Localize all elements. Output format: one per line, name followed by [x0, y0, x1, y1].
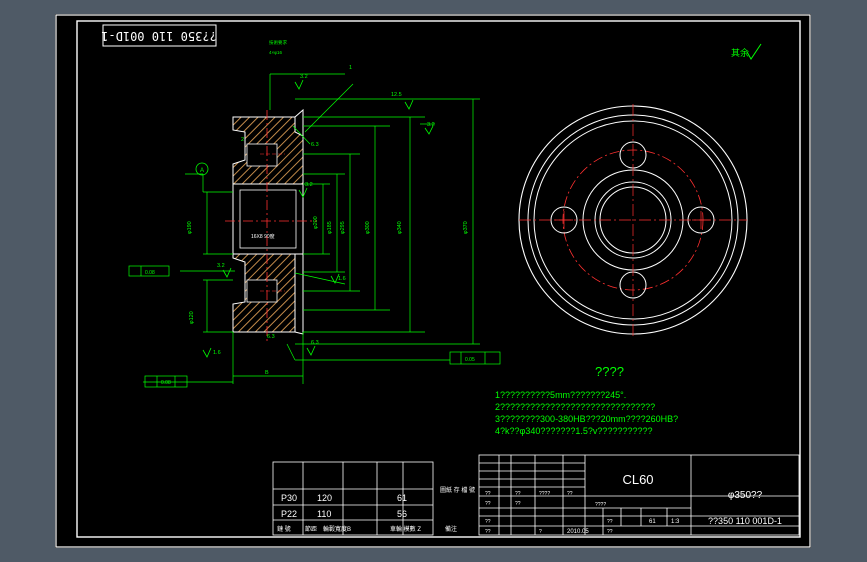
roughness-general-label: 其余 — [731, 47, 749, 58]
tolerance-frame-3: 0.05 — [449, 351, 501, 365]
rough-r2: 3.2 — [427, 122, 435, 128]
drawing-code-text: ??350 110 001D-1 — [101, 29, 217, 43]
svg-text:0.08: 0.08 — [161, 380, 171, 386]
tech-line-2: 2??????????????????????????????? — [495, 402, 655, 412]
grid-mark-0: ?? — [485, 491, 491, 497]
dim-d5: φ200 — [313, 216, 319, 229]
rough-r1: 12.5 — [391, 92, 402, 98]
rough-r6: 6.3 — [311, 142, 319, 148]
param-row1-b: 61 — [397, 493, 407, 503]
datum-a: A — [195, 162, 209, 176]
param-table — [272, 461, 434, 536]
roughness-general-mark: 其余 — [731, 43, 762, 60]
roughness-check-icon — [746, 43, 762, 60]
outer-frame — [55, 14, 811, 548]
grid-mark-3: ?? — [567, 491, 573, 497]
param-footer-c1: 鏈 號 — [277, 525, 291, 533]
param-row1-name: P30 — [281, 493, 297, 503]
grid-mark-9: ?? — [607, 519, 613, 525]
grid-mark-7: ?? — [485, 529, 491, 535]
material-text: CL60 — [622, 472, 653, 487]
grid-mark-4: ?? — [485, 501, 491, 507]
svg-text:0.05: 0.05 — [465, 357, 475, 363]
leader-note1: 技術要求 — [269, 39, 287, 46]
param-row2-b: 56 — [397, 509, 407, 519]
bore-label: 16X8 90度 — [251, 233, 275, 240]
grid-mark-1: ?? — [515, 491, 521, 497]
tech-line-1: 1??????????5mm???????245°. — [495, 390, 626, 400]
grid-mark-11: ? — [539, 529, 542, 535]
rough-r5: 1.6 — [338, 276, 346, 282]
dim-d7: φ370 — [463, 221, 469, 234]
drawing-no-text: ??350 110 001D-1 — [708, 516, 782, 526]
dim-d6: φ190 — [187, 221, 193, 234]
param-footer-c4: 車輪 模數 Z — [390, 525, 421, 533]
svg-text:A: A — [200, 168, 204, 174]
tech-title: ???? — [595, 364, 624, 379]
rough-r7: 3.2 — [217, 263, 225, 269]
scale-text: 1:3 — [671, 519, 680, 525]
param-row1-a: 120 — [317, 493, 332, 503]
section-view: 16X8 90度 — [225, 108, 317, 344]
title-block — [478, 454, 800, 536]
param-footer-c3: 輪轂寬度B — [323, 525, 351, 533]
front-view — [518, 104, 748, 336]
tech-requirements: ???? 1??????????5mm???????245°. 2???????… — [495, 364, 678, 436]
count-text: 61 — [649, 519, 656, 525]
leader-note2: 4×φ16 — [269, 50, 283, 55]
dim-bottom: B — [265, 370, 269, 376]
param-row2-a: 110 — [317, 509, 331, 519]
grid-mark-8: ???? — [595, 502, 606, 508]
rough-r10: 6.3 — [267, 334, 275, 340]
rough-r8: 1.6 — [213, 350, 221, 356]
rough-r9: 6.3 — [311, 340, 319, 346]
tech-line-3: 3????????300-380HB???20mm????260HB? — [495, 414, 678, 424]
grid-mark-2: ???? — [539, 491, 550, 497]
tolerance-frame-2: 0.08 — [144, 375, 188, 388]
rough-r3: 3.2 — [300, 74, 308, 80]
notes-label: 備注 — [445, 525, 457, 533]
drawing-sheet: ??350 110 001D-1 其余 16X8 90度 — [55, 14, 811, 548]
dim-d8: φ120 — [189, 311, 195, 324]
param-row2-name: P22 — [281, 509, 297, 519]
dim-d2: φ300 — [365, 221, 371, 234]
leader-c1: 1 — [349, 65, 352, 71]
grid-mark-10: ?? — [607, 529, 613, 535]
drawing-code-box: ??350 110 001D-1 — [101, 24, 217, 47]
tolerance-frame-1: 0.08 — [128, 265, 170, 277]
svg-text:0.08: 0.08 — [145, 270, 155, 276]
param-footer-c2: 節距 — [305, 525, 317, 533]
dim-d4: φ185 — [327, 221, 333, 234]
vertical-label: 圖紙 存 檔 號 — [440, 486, 475, 494]
cad-drawing: ??350 110 001D-1 其余 16X8 90度 — [55, 14, 811, 548]
dim-d1: φ340 — [397, 221, 403, 234]
dimension-lines — [143, 73, 480, 384]
section-hole-top — [246, 143, 278, 167]
inner-frame — [76, 20, 801, 538]
tech-line-4: 4?k??φ340???????1.5?v??????????? — [495, 426, 653, 436]
rough-r4: 3.2 — [305, 182, 313, 188]
leader-c2: 2 — [241, 137, 244, 143]
date-text: 2010.05 — [567, 529, 589, 535]
dim-d3: φ295 — [340, 221, 346, 234]
roughness-symbols — [202, 79, 434, 358]
bore — [232, 183, 304, 255]
grid-mark-5: ?? — [515, 501, 521, 507]
grid-mark-6: ?? — [485, 519, 491, 525]
part-name-text: φ350?? — [728, 490, 763, 501]
